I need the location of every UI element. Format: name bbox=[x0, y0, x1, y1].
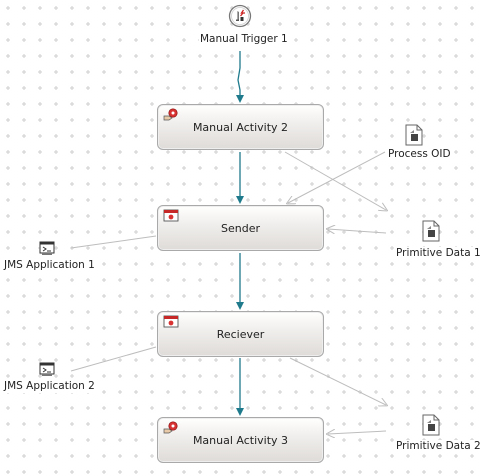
activity-label: Manual Activity 3 bbox=[192, 433, 289, 447]
application-activity-icon bbox=[163, 209, 179, 222]
data-label-process-oid: Process OID bbox=[387, 148, 452, 161]
activity-manual-activity-2[interactable]: Manual Activity 2 bbox=[157, 104, 324, 150]
data-document-icon[interactable] bbox=[422, 220, 440, 242]
data-document-icon[interactable] bbox=[405, 124, 423, 146]
activity-label: Manual Activity 2 bbox=[192, 120, 289, 134]
manual-activity-icon bbox=[163, 421, 178, 434]
data-label-primitive-data-1: Primitive Data 1 bbox=[395, 247, 481, 260]
data-label-primitive-data-2: Primitive Data 2 bbox=[395, 440, 481, 453]
activity-label: Reciever bbox=[216, 327, 265, 341]
activity-label: Sender bbox=[221, 221, 260, 235]
jms-application-icon[interactable] bbox=[39, 241, 55, 256]
data-document-icon[interactable] bbox=[422, 414, 440, 436]
manual-activity-icon bbox=[163, 108, 178, 121]
jms-application-icon[interactable] bbox=[39, 362, 55, 377]
application-label-jms-application-1: JMS Application 1 bbox=[3, 259, 96, 272]
activity-sender[interactable]: Sender bbox=[157, 205, 324, 251]
application-activity-icon bbox=[163, 315, 179, 328]
manual-trigger-label: Manual Trigger 1 bbox=[199, 33, 289, 46]
activity-manual-activity-3[interactable]: Manual Activity 3 bbox=[157, 417, 324, 463]
application-label-jms-application-2: JMS Application 2 bbox=[3, 380, 96, 393]
activity-reciever[interactable]: Reciever bbox=[157, 311, 324, 357]
manual-trigger-icon[interactable] bbox=[228, 4, 252, 28]
